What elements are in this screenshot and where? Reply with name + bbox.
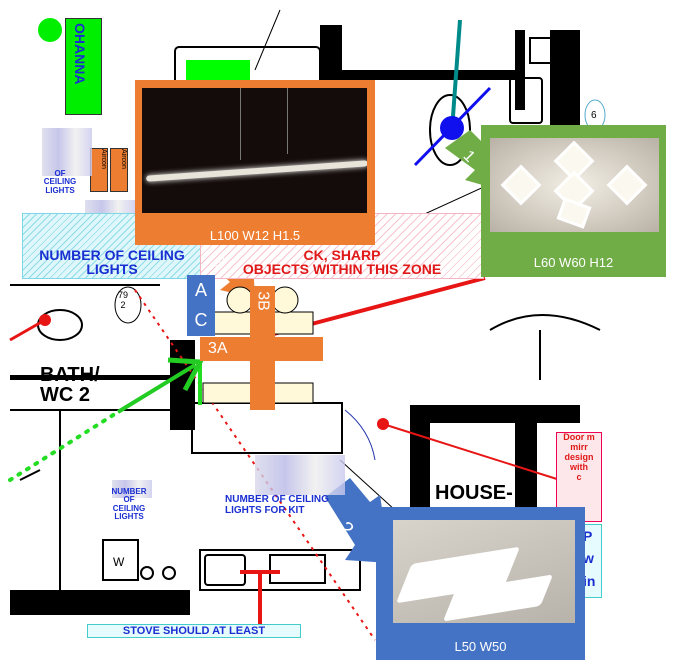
green-dot: [38, 18, 62, 42]
blurred-region: [42, 128, 92, 176]
product-card-rect: L50 W50: [376, 507, 585, 660]
ceiling-zone-text: NUMBER OF CEILING LIGHTS: [39, 247, 185, 277]
arrow-2: [325, 478, 390, 563]
blurred-region: [255, 455, 345, 495]
green-tag-box: OHANNA: [65, 18, 102, 115]
tag-3a-label: 3A: [208, 340, 228, 357]
aircon-unit-1: Aircon: [90, 148, 108, 192]
ceiling-note-small: OF CEILING LIGHTS: [43, 169, 77, 195]
diamond-light-photo: [490, 138, 659, 232]
kitchen-lights-note: NUMBER OF CEILING LIGHTS FOR KIT: [225, 494, 329, 516]
product-dims: L50 W50: [454, 639, 507, 654]
product-dims: L100 W12 H1.5: [209, 228, 301, 243]
green-marker: [186, 60, 250, 82]
sharp-zone-text: CK, SHARP OBJECTS WITHIN THIS ZONE: [242, 247, 442, 277]
tag-3a: 3A: [200, 337, 323, 361]
product-card-diamond: L60 W60 H12: [481, 125, 666, 277]
rect-light-photo: [393, 520, 575, 623]
tag-3b-label: 3B: [254, 291, 272, 311]
walls: [10, 25, 580, 615]
product-dims: L60 W60 H12: [533, 255, 614, 270]
stove-note: STOVE SHOULD AT LEAST: [87, 624, 301, 638]
blurred-region: [112, 480, 152, 498]
ac-tag-a: A: [194, 280, 207, 300]
point-label: 79 2: [118, 290, 129, 310]
fan-marker: [440, 116, 464, 140]
ac-tag: A C: [187, 275, 215, 336]
point-label: 6: [591, 110, 597, 121]
room-label-house: HOUSE-: [435, 482, 513, 504]
washer-label: W: [113, 555, 125, 569]
ac-tag-c: C: [194, 310, 208, 330]
room-label-bath: BATH/ WC 2: [40, 364, 100, 406]
product-card-pendant: L100 W12 H1.5: [135, 80, 375, 245]
aircon-unit-2: Aircon: [110, 148, 128, 192]
ceiling-note-laundry: NUMBER OF CEILING LIGHTS: [111, 487, 147, 522]
green-tag-text: OHANNA: [72, 23, 88, 85]
cyan-note: P w in: [582, 524, 602, 598]
pendant-light-photo: [142, 88, 367, 213]
